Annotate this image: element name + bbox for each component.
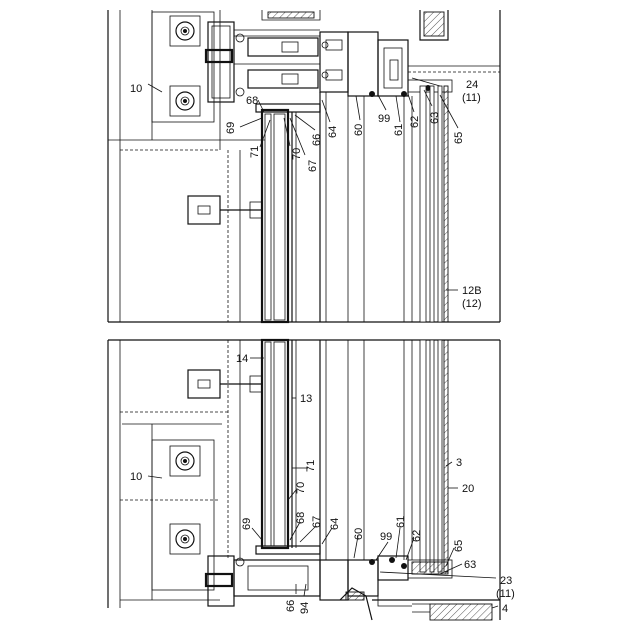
lower-section-view: 14 13 3 10 71 70 20 68 67 64 69 60 99 61… xyxy=(108,340,515,620)
ref-61-lower: 61 xyxy=(395,516,407,528)
ref-65-lower: 65 xyxy=(453,540,465,552)
ref-65-upper: 65 xyxy=(453,132,465,144)
ref-66-lower: 66 xyxy=(285,600,297,612)
ref-99-upper: 99 xyxy=(378,113,390,125)
ref-4: 4 xyxy=(502,603,508,615)
ref-70-upper: 70 xyxy=(291,148,303,160)
ref-70-lower: 70 xyxy=(295,482,307,494)
anchor-plate-lower xyxy=(152,440,214,590)
ref-23: 23 xyxy=(500,575,512,587)
ref-71-upper: 71 xyxy=(249,146,261,158)
ref-63-lower: 63 xyxy=(464,559,476,571)
ref-69-lower: 69 xyxy=(241,518,253,530)
ref-60-lower: 60 xyxy=(353,528,365,540)
ref-62-lower: 62 xyxy=(411,530,423,542)
ref-13: 13 xyxy=(300,393,312,405)
ref-67-upper: 67 xyxy=(307,160,319,172)
ref-12B: 12B xyxy=(462,285,482,297)
ref-62-upper: 62 xyxy=(409,116,421,128)
ref-69-upper: 69 xyxy=(225,122,237,134)
ref-10-lower: 10 xyxy=(130,471,142,483)
bolt-upper-2 xyxy=(170,86,200,116)
ref-11-lower: (11) xyxy=(496,588,515,600)
ref-68-upper: 68 xyxy=(246,95,258,107)
leaders-upper xyxy=(148,78,458,290)
bolt-upper-1 xyxy=(170,16,200,46)
ref-99-lower: 99 xyxy=(380,531,392,543)
ref-94: 94 xyxy=(299,602,311,614)
ref-10-upper: 10 xyxy=(130,83,142,95)
ref-20: 20 xyxy=(462,483,474,495)
ref-64-upper: 64 xyxy=(327,126,339,138)
ref-61-upper: 61 xyxy=(393,124,405,136)
ref-63-upper: 63 xyxy=(429,112,441,124)
ref-68-lower: 68 xyxy=(295,512,307,524)
ref-71-lower: 71 xyxy=(305,460,317,472)
ref-14: 14 xyxy=(236,353,248,365)
upper-section-view: 10 68 69 71 70 67 66 64 60 99 61 62 63 6… xyxy=(108,10,500,322)
anchor-plate-upper xyxy=(152,12,214,122)
ref-24: 24 xyxy=(466,79,478,91)
bolt-lower-2 xyxy=(170,524,200,554)
ref-12: (12) xyxy=(462,298,482,310)
ref-3: 3 xyxy=(456,457,462,469)
ref-67-lower: 67 xyxy=(311,516,323,528)
bolt-lower-1 xyxy=(170,446,200,476)
ref-60-upper: 60 xyxy=(353,124,365,136)
ref-66-upper: 66 xyxy=(311,134,323,146)
ref-64-lower: 64 xyxy=(329,518,341,530)
ref-11-upper: (11) xyxy=(462,92,481,104)
